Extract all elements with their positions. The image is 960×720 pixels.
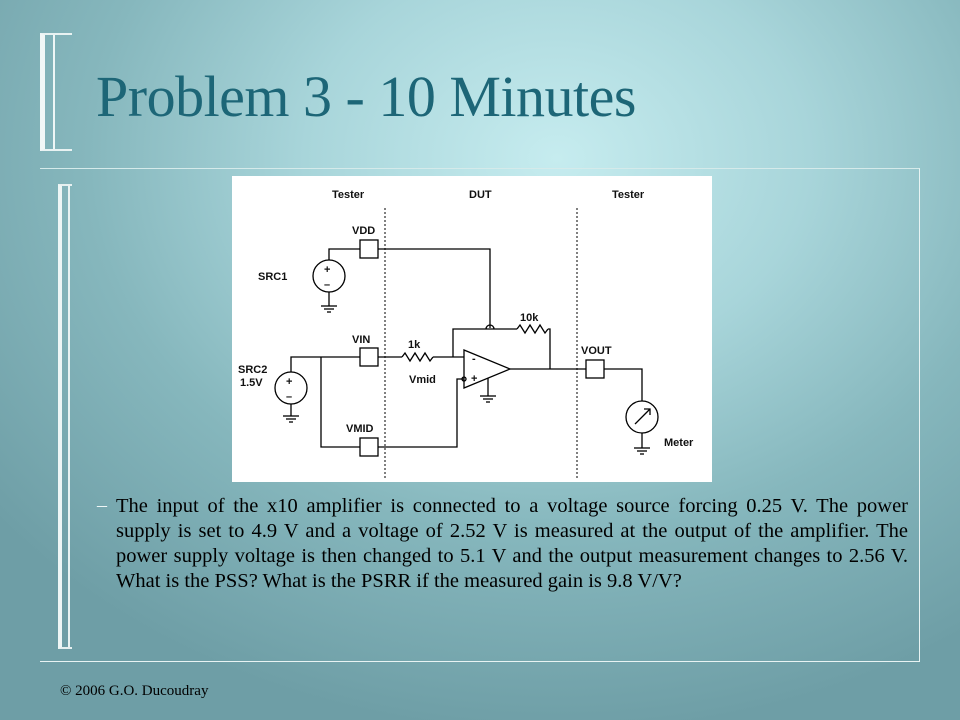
opamp-plus-terminal: + <box>471 373 477 385</box>
region-label-tester-right: Tester <box>612 189 645 201</box>
label-vdd: VDD <box>352 225 375 237</box>
resistor-10k <box>516 323 549 335</box>
src1-minus: – <box>324 279 330 291</box>
opamp-symbol <box>463 349 512 389</box>
vmid-pin <box>359 437 379 457</box>
wire-vdd-rail <box>378 248 491 328</box>
label-src2-voltage: 1.5V <box>240 377 263 389</box>
vin-pin <box>359 347 379 367</box>
wire-vmid-left <box>320 357 360 448</box>
content-frame <box>40 168 920 662</box>
resistor-1k <box>401 351 434 363</box>
bullet-marker: – <box>97 494 107 516</box>
label-src1: SRC1 <box>258 271 287 283</box>
label-vmid-pin: VMID <box>346 423 374 435</box>
opamp-minus-terminal: - <box>472 353 476 365</box>
label-vout: VOUT <box>581 345 612 357</box>
wire-vmid-right <box>378 378 464 448</box>
region-label-dut: DUT <box>469 189 492 201</box>
src1-plus: + <box>324 264 330 276</box>
src2-minus: – <box>286 391 292 403</box>
vdd-pin <box>359 239 379 259</box>
label-src2: SRC2 <box>238 364 267 376</box>
circuit-diagram: Tester DUT Tester <box>232 176 712 482</box>
label-vin: VIN <box>352 334 370 346</box>
title-accent-bar <box>40 33 72 151</box>
content-accent-bar <box>58 184 72 649</box>
region-label-tester-left: Tester <box>332 189 365 201</box>
label-1k: 1k <box>408 339 421 351</box>
problem-text: The input of the x10 amplifier is connec… <box>116 495 908 592</box>
wire-feedback <box>452 328 517 357</box>
slide-title: Problem 3 - 10 Minutes <box>96 64 636 129</box>
vout-pin <box>585 359 605 379</box>
wire-src1-vdd <box>328 248 360 260</box>
label-meter: Meter <box>664 437 694 449</box>
src2-plus: + <box>286 376 292 388</box>
label-vmid-node: Vmid <box>409 374 436 386</box>
label-10k: 10k <box>520 312 539 324</box>
wire-vout-meter <box>604 368 643 401</box>
wire-src2-vin <box>290 356 360 372</box>
footer-copyright: © 2006 G.O. Ducoudray <box>60 683 209 699</box>
